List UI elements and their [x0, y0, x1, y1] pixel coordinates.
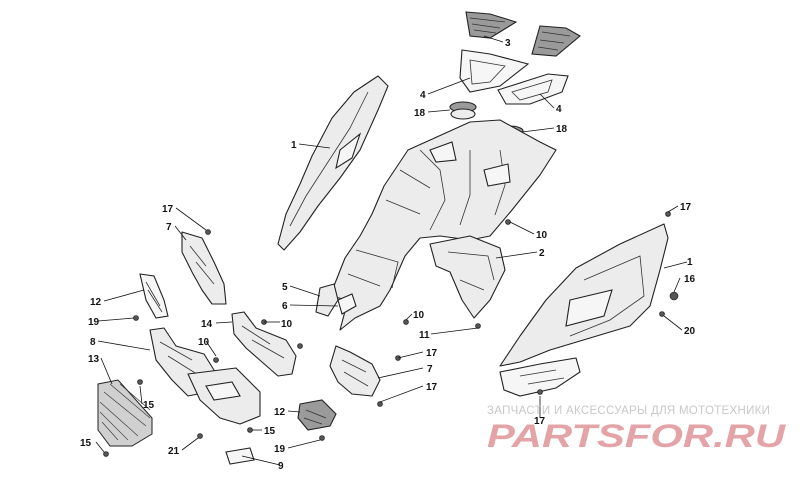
- callout-13: 13: [88, 354, 100, 365]
- callout-14: 14: [201, 319, 213, 330]
- callout-8: 8: [90, 337, 96, 348]
- callout-19-upper: 19: [88, 317, 100, 328]
- callout-2: 2: [539, 248, 545, 259]
- grille-mesh-lower-left: [97, 379, 153, 447]
- callout-17-b: 17: [680, 202, 692, 213]
- callout-10-a: 10: [198, 337, 210, 348]
- watermark-logo: PARTSFOR.RU: [487, 418, 786, 454]
- callout-15-a: 15: [143, 400, 155, 411]
- callout-1-left: 1: [291, 140, 297, 151]
- callout-12-upper: 12: [90, 297, 102, 308]
- grille-lower-center: [297, 399, 337, 431]
- callout-17-a: 17: [162, 204, 174, 215]
- callout-labels: 1 1 2 3 4 4 5 6 7 7 8 9 10 10 10 10 11 1…: [80, 38, 696, 472]
- callout-16: 16: [684, 274, 696, 285]
- callout-19-lower: 19: [274, 444, 286, 455]
- side-panel-left: [277, 75, 389, 251]
- callout-21: 21: [168, 446, 180, 457]
- callout-3: 3: [505, 38, 511, 49]
- hood: [329, 119, 557, 331]
- callout-10-d: 10: [536, 230, 548, 241]
- grille-housing-upper-left: [181, 231, 227, 305]
- vent-frame-right: [497, 73, 569, 105]
- lower-trim-right: [499, 357, 581, 397]
- callout-7-upper: 7: [166, 222, 172, 233]
- callout-11: 11: [419, 330, 430, 341]
- callout-5: 5: [282, 282, 288, 293]
- callout-1-right: 1: [687, 257, 693, 268]
- side-panel-right: [499, 223, 669, 367]
- callout-9: 9: [278, 461, 284, 472]
- grille-upper-left: [139, 273, 169, 319]
- callout-4-left: 4: [420, 90, 426, 101]
- vent-frame-left: [459, 49, 530, 93]
- center-lower-panel: [231, 311, 297, 377]
- callout-12-lower: 12: [274, 407, 286, 418]
- callout-18-right: 18: [556, 124, 568, 135]
- callout-17-d: 17: [426, 382, 438, 393]
- callout-15-b: 15: [80, 438, 92, 449]
- hood-lower-panel: [429, 235, 506, 319]
- callout-15-c: 15: [264, 426, 276, 437]
- bracket-6: [337, 293, 357, 315]
- watermark-caption: ЗАПЧАСТИ И АКСЕССУАРЫ ДЛЯ МОТОТЕХНИКИ: [487, 405, 771, 417]
- callout-10-b: 10: [281, 319, 293, 330]
- callout-18-left: 18: [414, 108, 426, 119]
- bracket-5: [315, 283, 339, 317]
- callout-20: 20: [684, 326, 696, 337]
- grille-housing-lower-center: [329, 345, 381, 397]
- callout-10-c: 10: [413, 310, 425, 321]
- callout-7-lower: 7: [427, 364, 433, 375]
- vent-boot-left: [449, 101, 477, 120]
- callout-6: 6: [282, 301, 288, 312]
- callout-17-c: 17: [426, 348, 438, 359]
- watermark-logo-text: PARTSFOR.RU: [487, 418, 786, 454]
- vent-grille-right: [531, 25, 581, 57]
- vent-grille-left: [465, 11, 518, 39]
- callout-4-right: 4: [556, 104, 562, 115]
- callout-17-e: 17: [534, 416, 546, 427]
- front-plate-lower: [187, 367, 261, 465]
- leader-lines: [95, 35, 688, 466]
